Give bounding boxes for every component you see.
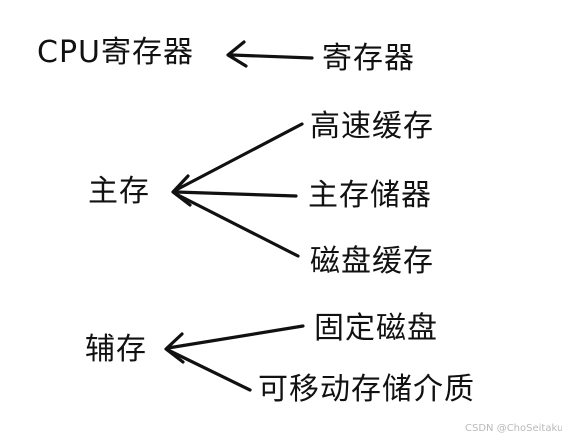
node-disk-cache: 磁盘缓存	[310, 244, 434, 279]
arrow-fixed-disk-to-secondary	[166, 324, 305, 350]
arrow-shaft	[174, 190, 298, 198]
arrow-removable-to-secondary	[166, 348, 252, 392]
arrow-shaft	[174, 192, 300, 258]
watermark: CSDN @ChoSeitaku	[465, 423, 562, 434]
arrow-shaft	[166, 348, 252, 392]
arrow-cache-to-main	[174, 122, 304, 192]
arrow-shaft	[166, 324, 305, 350]
node-cache: 高速缓存	[310, 109, 434, 144]
arrow-head	[171, 174, 192, 207]
arrow-head-secondary	[164, 332, 185, 364]
arrow-head-main	[171, 174, 192, 207]
arrow-disk-cache-to-main	[174, 192, 300, 258]
arrow-shaft	[230, 53, 314, 60]
arrow-main-storage-to-main	[174, 190, 298, 198]
node-removable-media: 可移动存储介质	[258, 372, 475, 407]
node-register: 寄存器	[322, 41, 415, 76]
arrow-register-to-cpu	[226, 40, 314, 68]
node-cpu-register: CPU寄存器	[37, 35, 194, 70]
arrow-head	[164, 332, 185, 364]
node-secondary-storage: 辅存	[85, 332, 147, 367]
node-main-memory: 主存	[88, 174, 150, 209]
arrow-shaft	[174, 122, 304, 192]
arrow-head	[226, 40, 248, 68]
node-main-storage: 主存储器	[308, 178, 432, 213]
node-fixed-disk: 固定磁盘	[314, 311, 438, 346]
